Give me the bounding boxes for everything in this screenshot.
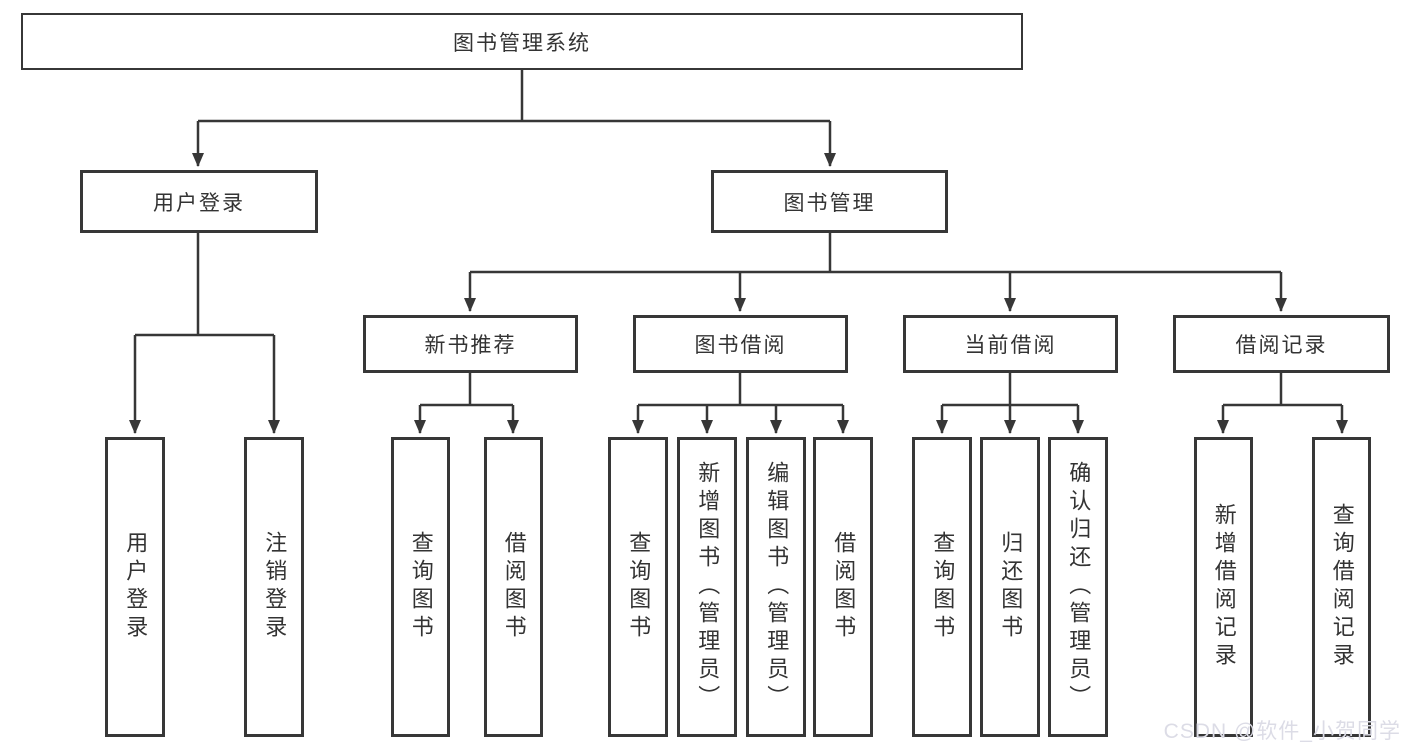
- leaf-return-book: 归还图书: [980, 437, 1040, 737]
- leaf-add-book-admin-label: 新增图书（管理员）: [695, 461, 721, 713]
- leaf-query-books-current-label: 查询图书: [930, 531, 956, 643]
- watermark: CSDN @软件_小贺同学: [1163, 720, 1401, 743]
- node-current-borrow-label: 当前借阅: [964, 334, 1057, 357]
- leaf-borrow-books-recommend: 借阅图书: [484, 437, 543, 737]
- leaf-add-book-admin: 新增图书（管理员）: [677, 437, 737, 737]
- leaf-query-borrow-record-label: 查询借阅记录: [1329, 503, 1355, 671]
- leaf-query-books-borrow: 查询图书: [608, 437, 668, 737]
- node-current-borrow: 当前借阅: [903, 315, 1118, 373]
- leaf-query-books-borrow-label: 查询图书: [626, 531, 652, 643]
- leaf-logout-label: 注销登录: [262, 531, 288, 643]
- leaf-logout: 注销登录: [244, 437, 304, 737]
- leaf-add-borrow-record: 新增借阅记录: [1194, 437, 1253, 737]
- leaf-borrow-books-label: 借阅图书: [831, 531, 857, 643]
- node-borrow-records: 借阅记录: [1173, 315, 1390, 373]
- leaf-query-books-current: 查询图书: [912, 437, 972, 737]
- leaf-add-borrow-record-label: 新增借阅记录: [1211, 503, 1237, 671]
- node-user-login-label: 用户登录: [153, 191, 245, 215]
- leaf-user-login-label: 用户登录: [123, 531, 149, 643]
- leaf-user-login: 用户登录: [105, 437, 165, 737]
- node-root-label: 图书管理系统: [453, 31, 591, 55]
- leaf-confirm-return-admin-label: 确认归还（管理员）: [1066, 461, 1092, 713]
- node-borrow-records-label: 借阅记录: [1235, 334, 1328, 357]
- node-book-borrow-label: 图书借阅: [694, 334, 787, 357]
- leaf-return-book-label: 归还图书: [998, 531, 1024, 643]
- node-book-management: 图书管理: [711, 170, 948, 233]
- leaf-borrow-books-recommend-label: 借阅图书: [501, 531, 527, 643]
- leaf-confirm-return-admin: 确认归还（管理员）: [1048, 437, 1108, 737]
- node-user-login: 用户登录: [80, 170, 318, 233]
- node-new-book-recommend-label: 新书推荐: [424, 334, 517, 357]
- node-book-borrow: 图书借阅: [633, 315, 848, 373]
- node-root-system: 图书管理系统: [21, 13, 1023, 70]
- leaf-query-books-recommend-label: 查询图书: [408, 531, 434, 643]
- node-new-book-recommend: 新书推荐: [363, 315, 578, 373]
- leaf-query-books-recommend: 查询图书: [391, 437, 450, 737]
- leaf-query-borrow-record: 查询借阅记录: [1312, 437, 1371, 737]
- node-book-management-label: 图书管理: [783, 191, 876, 215]
- leaf-edit-book-admin: 编辑图书（管理员）: [746, 437, 806, 737]
- leaf-borrow-books: 借阅图书: [813, 437, 873, 737]
- leaf-edit-book-admin-label: 编辑图书（管理员）: [764, 461, 790, 713]
